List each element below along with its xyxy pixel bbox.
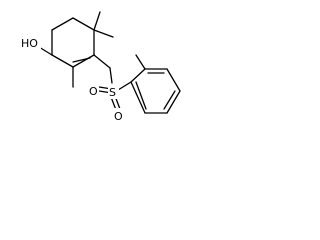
ring-bond-c4-c5 xyxy=(51,54,74,68)
tolyl-ring xyxy=(130,54,181,114)
hydroxyl-label: HO xyxy=(21,37,38,50)
cyclohexene-ring xyxy=(51,17,95,68)
aryl-bond-1 xyxy=(130,68,146,83)
sulfur-oxygen-double-bond-bottom-a xyxy=(110,96,117,111)
methyl-bond-right xyxy=(93,29,114,38)
aryl-inner-double-2 xyxy=(163,90,176,110)
aryl-bond-6 xyxy=(130,81,146,114)
sulfur-label: S xyxy=(109,86,116,99)
gem-dimethyl-groups xyxy=(93,11,114,38)
aryl-inner-double-3 xyxy=(135,81,147,110)
ring-double-bond-c3-c4-inner xyxy=(72,57,91,63)
ring-bond-c6-c1 xyxy=(51,17,74,31)
atom-labels: HO S O O xyxy=(20,35,124,123)
oxygen-bottom-label-background xyxy=(113,108,124,123)
aryl-bond-4 xyxy=(166,90,181,114)
hydroxyl-bond xyxy=(38,46,53,56)
oxygen-top-label-background xyxy=(88,83,99,98)
oxygen-top-label: O xyxy=(89,85,98,98)
ring-bond-c3-c4 xyxy=(72,54,95,68)
sulfur-label-background xyxy=(108,84,119,99)
methyl-bond-up xyxy=(93,11,101,31)
hydroxyl-label-background xyxy=(20,35,41,50)
chemical-structure: HO S O O xyxy=(20,11,181,123)
oxygen-bottom-label: O xyxy=(114,110,123,123)
ring-bond-c1-c2 xyxy=(72,17,95,31)
methylene-bond-2 xyxy=(109,67,113,84)
sulfur-aryl-bond xyxy=(117,81,132,91)
methylene-linker xyxy=(93,54,113,84)
aryl-bond-3 xyxy=(166,68,181,92)
aryl-methyl-bond xyxy=(135,54,146,70)
methylene-bond-1 xyxy=(93,54,111,69)
